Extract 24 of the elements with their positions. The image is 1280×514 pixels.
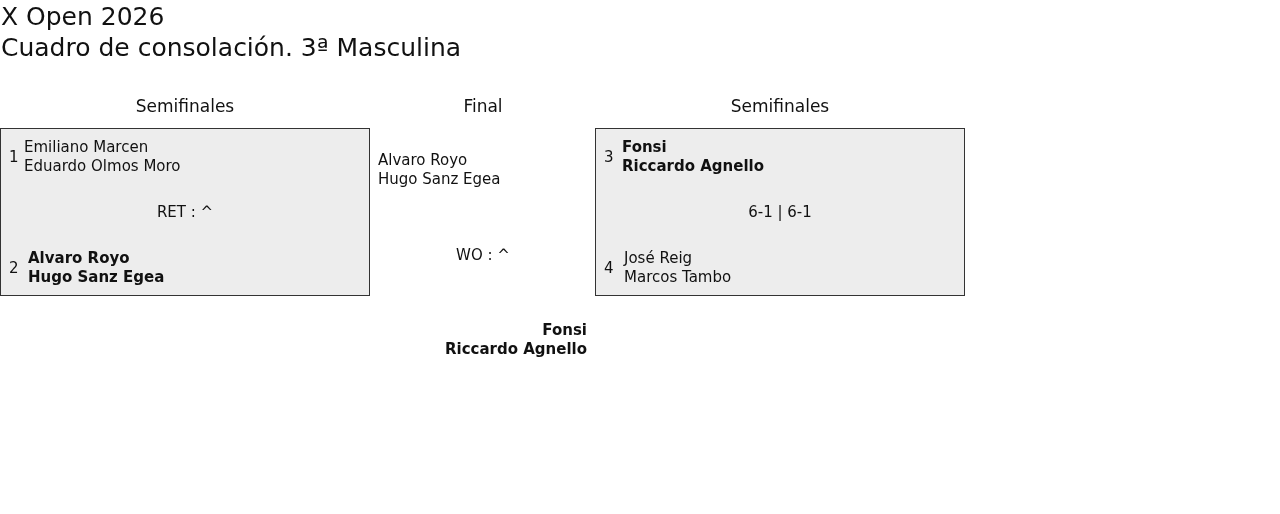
player-name: Riccardo Agnello — [622, 157, 765, 175]
match-score: WO : ^ — [456, 246, 510, 264]
seed-number: 2 — [9, 259, 19, 277]
subtitle-text: Cuadro de consolación. 3ª Masculina — [1, 33, 462, 63]
seed-number: 1 — [9, 148, 19, 166]
match-box — [0, 128, 370, 296]
player-name: José Reig — [624, 249, 693, 267]
player-name: Fonsi — [622, 138, 667, 156]
seed-number: 4 — [604, 259, 614, 277]
player-name: Eduardo Olmos Moro — [24, 157, 181, 175]
match-box — [595, 128, 965, 296]
player-name: Alvaro Royo — [28, 249, 130, 267]
round-heading: Semifinales — [730, 96, 830, 116]
round-heading: Semifinales — [135, 96, 235, 116]
title-text: X Open 2026 — [1, 2, 165, 32]
match-score: RET : ^ — [156, 203, 214, 221]
player-name: Hugo Sanz Egea — [28, 268, 165, 286]
round-heading: Final — [463, 96, 503, 116]
player-name: Marcos Tambo — [624, 268, 732, 286]
player-name: Fonsi — [542, 321, 587, 339]
player-name: Riccardo Agnello — [444, 340, 587, 358]
match-score: 6-1 | 6-1 — [748, 203, 812, 221]
seed-number: 3 — [604, 148, 614, 166]
player-name: Emiliano Marcen — [24, 138, 149, 156]
